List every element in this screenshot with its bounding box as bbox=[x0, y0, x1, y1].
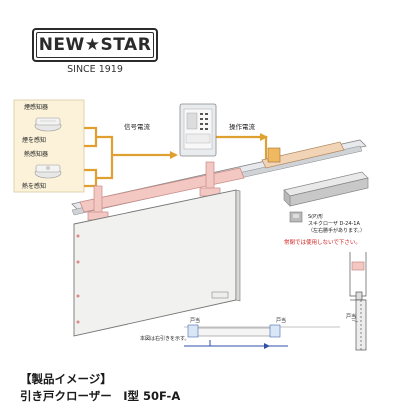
stopper-right-label: 戸当 bbox=[346, 313, 356, 320]
smoke-detect-label: 煙を感知 bbox=[22, 136, 46, 144]
inset-line2: スキクローザ D-24-1A bbox=[308, 221, 360, 227]
control-box bbox=[179, 103, 217, 157]
heat-detector-title: 熱感知器 bbox=[24, 150, 48, 158]
plan-view bbox=[184, 324, 340, 349]
operation-arrow-icon bbox=[260, 133, 268, 141]
closer-inset-image bbox=[283, 171, 369, 207]
inset-warning: 常閉では使用しないで下さい。 bbox=[284, 238, 361, 246]
door-note: 本図は右引きを示す。 bbox=[140, 335, 190, 342]
closer-unit bbox=[261, 141, 345, 169]
signal-current-label: 信号電流 bbox=[124, 122, 151, 131]
door-edge bbox=[235, 189, 241, 302]
inset-line1: S(P)形 bbox=[308, 213, 323, 220]
operation-current-label: 操作電流 bbox=[229, 122, 256, 131]
stopper-top-label: 戸当 bbox=[190, 317, 200, 324]
heat-detect-label: 熱を感知 bbox=[22, 182, 46, 190]
caption-product: 引き戸クローザー I型 50F-A bbox=[20, 389, 181, 403]
brand-name: NEW★STAR bbox=[36, 32, 154, 58]
smoke-detector-title: 煙感知器 bbox=[24, 103, 48, 111]
operation-wire bbox=[216, 135, 276, 164]
hanger-right bbox=[199, 161, 221, 197]
bracket-icon bbox=[289, 211, 303, 223]
inset-line3: （左右勝手があります。） bbox=[308, 227, 365, 234]
signal-wire bbox=[84, 126, 176, 188]
hanger-rail bbox=[79, 167, 245, 213]
brand-since: SINCE 1919 bbox=[67, 64, 123, 75]
heat-detector-icon bbox=[34, 164, 62, 179]
stopper-bottom-label: 戸当 bbox=[276, 317, 286, 324]
brand-logo: NEW★STAR bbox=[32, 28, 158, 62]
signal-arrow-icon bbox=[170, 151, 178, 159]
floor-guide bbox=[211, 291, 229, 299]
smoke-detector-icon bbox=[34, 117, 62, 132]
section-detail bbox=[349, 252, 367, 351]
door-hardware bbox=[76, 234, 80, 324]
caption-title: 【製品イメージ】 bbox=[20, 372, 112, 386]
